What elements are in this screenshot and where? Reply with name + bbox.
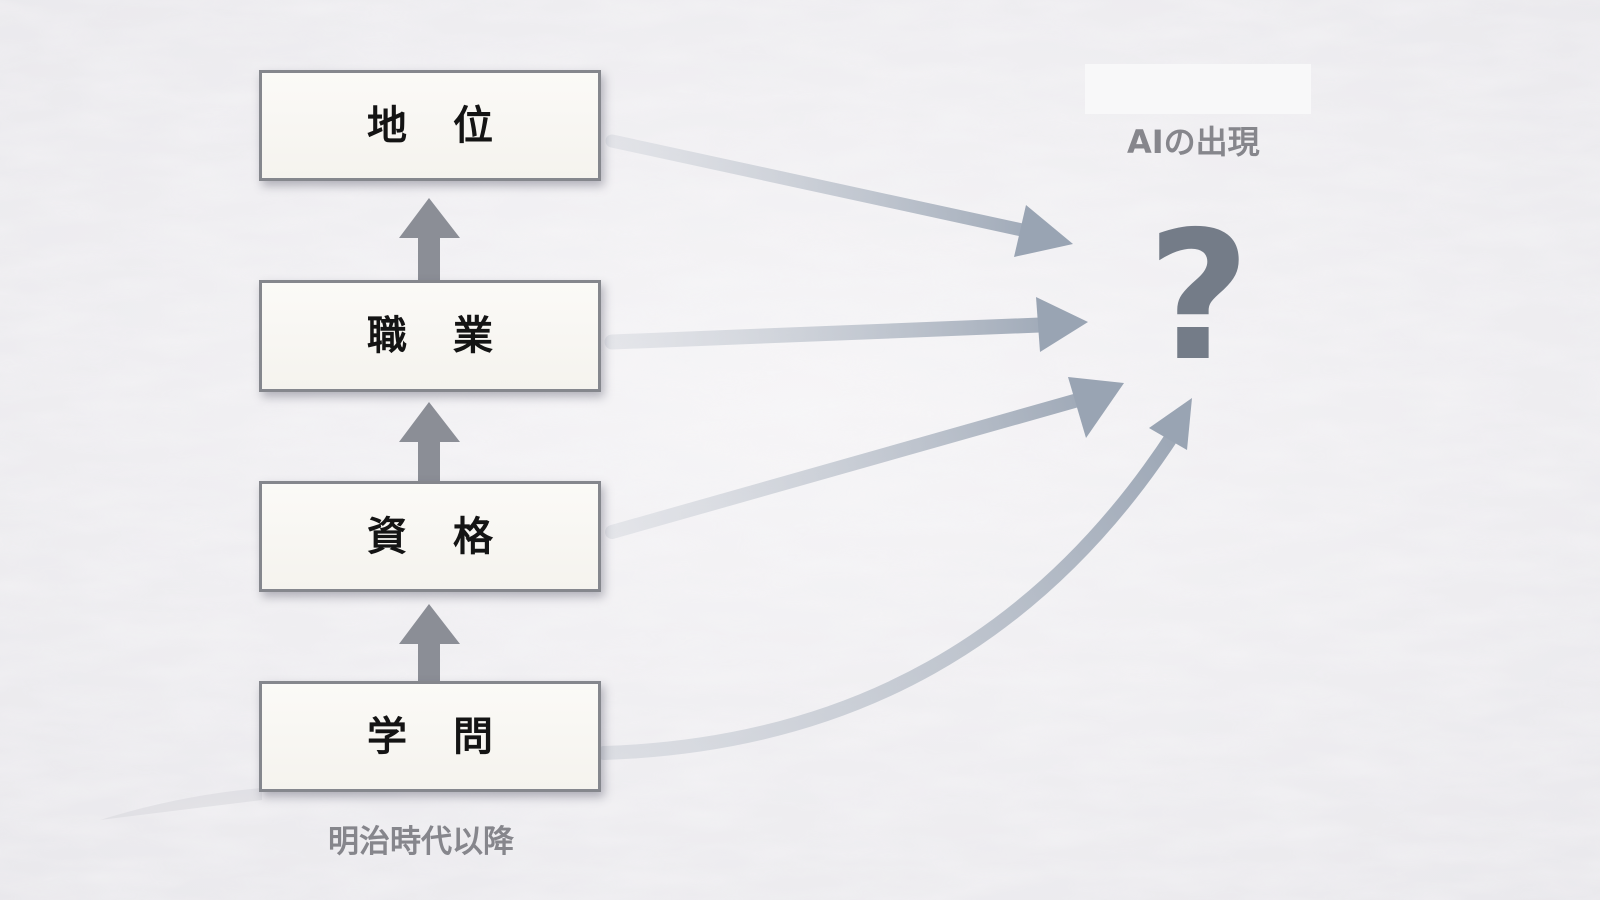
box-qualification-label: 資格 [367,513,539,560]
up-arrow-qualification-to-occupation [399,402,460,482]
box-occupation-label: 職業 [367,313,539,359]
flow-arrow-status-to-ai [605,134,1073,257]
up-arrow-learning-to-qualification [399,604,460,682]
box-status: 地位 [259,70,601,181]
box-occupation: 職業 [259,280,601,392]
era-caption: 明治時代以降 [328,824,514,860]
flow-arrow-learning-to-ai [597,398,1192,760]
box-qualification: 資格 [259,481,601,592]
flow-arrow-qualification-to-ai [605,377,1124,539]
box-learning: 学問 [259,681,601,792]
up-arrow-occupation-to-status [399,198,460,281]
box-status-label: 地位 [367,102,539,149]
box-learning-label: 学問 [367,713,539,760]
question-mark-icon: ? [1147,193,1251,400]
ai-caption: AIの出現 [1127,123,1260,161]
flow-arrow-occupation-to-ai [604,297,1088,352]
